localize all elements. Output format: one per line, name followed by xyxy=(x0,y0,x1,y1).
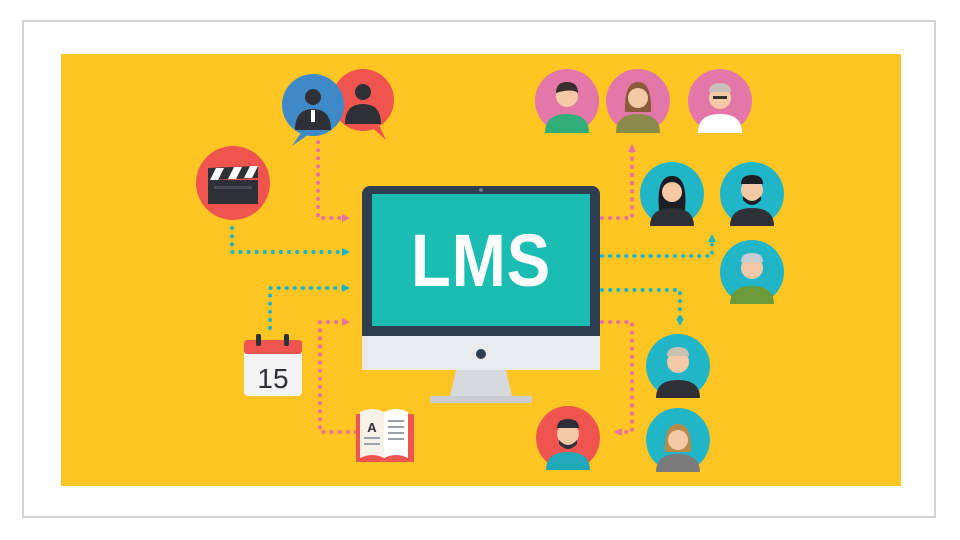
arrow-monitor-to-bottom-user xyxy=(600,320,634,436)
arrow-video-to-monitor xyxy=(230,226,350,256)
calendar-icon: 15 xyxy=(244,334,302,396)
arrow-book-to-monitor xyxy=(318,318,358,434)
user-avatar-icon xyxy=(646,408,710,472)
arrow-chat-to-monitor xyxy=(316,132,350,222)
user-avatar-icon xyxy=(535,69,599,133)
user-avatar-icon xyxy=(606,69,670,133)
arrow-calendar-to-monitor xyxy=(268,284,350,330)
user-avatar-icon xyxy=(688,69,752,133)
user-avatar-icon xyxy=(640,162,704,226)
user-avatar-icon xyxy=(536,406,600,470)
user-avatar-icon xyxy=(720,240,784,304)
monitor-icon xyxy=(362,186,600,403)
arrow-monitor-to-top-users xyxy=(600,144,636,220)
clapperboard-icon xyxy=(196,146,270,220)
user-avatar-icon xyxy=(646,334,710,398)
svg-text:A: A xyxy=(367,420,377,435)
arrow-monitor-to-right-users xyxy=(600,234,716,258)
user-avatar-icon xyxy=(720,162,784,226)
arrow-monitor-to-lower-users xyxy=(600,288,684,326)
people-chat-icon xyxy=(282,69,394,146)
book-icon: A xyxy=(356,409,414,462)
monitor-screen-text: LMS xyxy=(410,218,552,302)
calendar-day: 15 xyxy=(257,363,288,394)
